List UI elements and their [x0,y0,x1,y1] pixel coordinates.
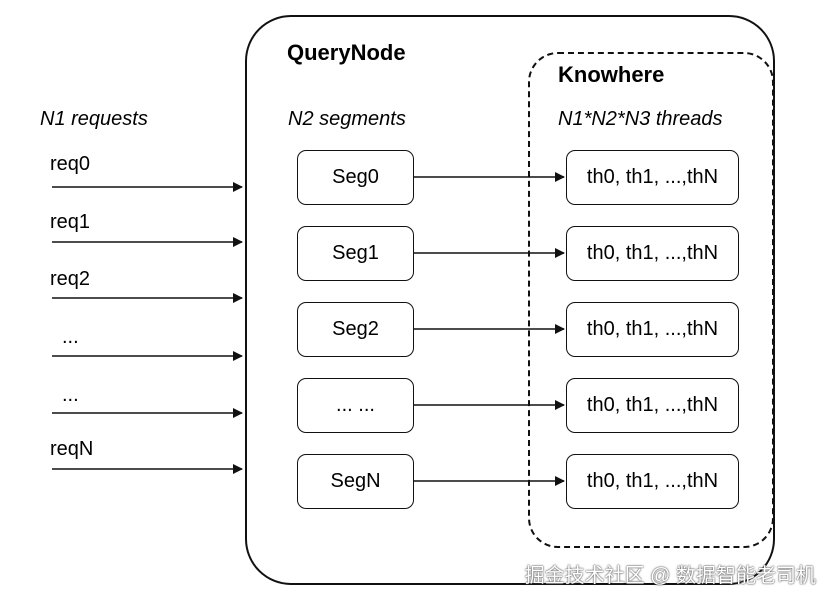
knowhere-container [528,52,774,548]
request-label: req1 [50,211,91,233]
querynode-container [245,15,775,585]
thread-box: th0, th1, ...,thN [566,302,739,357]
request-label: ... [62,326,79,348]
segments-label: N2 segments [288,108,406,130]
request-label: reqN [50,438,94,460]
segment-box: SegN [297,454,414,509]
knowhere-title: Knowhere [558,62,665,87]
segment-box: Seg2 [297,302,414,357]
querynode-title: QueryNode [287,40,406,65]
segment-box: Seg1 [297,226,414,281]
thread-box: th0, th1, ...,thN [566,378,739,433]
thread-box: th0, th1, ...,thN [566,150,739,205]
threads-label: N1*N2*N3 threads [558,108,723,130]
request-label: req0 [50,153,91,175]
thread-box: th0, th1, ...,thN [566,454,739,509]
thread-box: th0, th1, ...,thN [566,226,739,281]
request-label: req2 [50,268,91,290]
request-label: ... [62,384,79,406]
segment-box: ... ... [297,378,414,433]
requests-label: N1 requests [40,108,148,130]
segment-box: Seg0 [297,150,414,205]
watermark-text: 掘金技术社区 @ 数据智能老司机 [524,565,816,587]
